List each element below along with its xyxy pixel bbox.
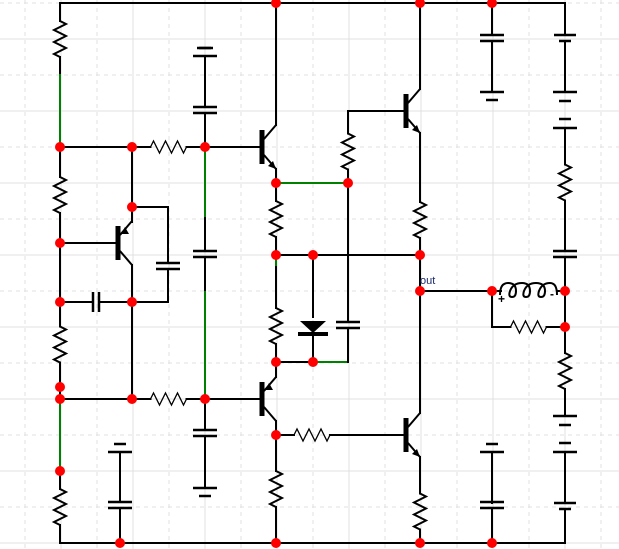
junction-node bbox=[55, 238, 65, 248]
junction-node bbox=[55, 382, 65, 392]
junction-node bbox=[127, 142, 137, 152]
inductor-plus-label: + bbox=[498, 292, 506, 306]
junction-node bbox=[271, 178, 281, 188]
junction-node bbox=[415, 0, 425, 8]
junction-node bbox=[200, 142, 210, 152]
junction-node bbox=[308, 250, 318, 260]
lower-driver-transistor-emitter bbox=[263, 406, 277, 422]
input-pnp-transistor-arrow bbox=[121, 227, 129, 234]
lower-collector-resistor bbox=[267, 307, 285, 345]
junction-node bbox=[200, 394, 210, 404]
output-emitter-resistor bbox=[411, 492, 429, 531]
junction-node bbox=[55, 466, 65, 476]
junction-node bbox=[560, 322, 570, 332]
input-pnp-transistor-emitter bbox=[119, 250, 133, 266]
junction-node bbox=[127, 202, 137, 212]
bias-lower-resistor bbox=[51, 325, 69, 364]
inductor-minus-label: - bbox=[550, 287, 554, 301]
junction-node bbox=[487, 0, 497, 8]
bias-diode bbox=[300, 321, 326, 333]
junction-node bbox=[127, 297, 137, 307]
junction-node bbox=[55, 394, 65, 404]
upper-base-resistor bbox=[149, 139, 188, 155]
junction-node bbox=[415, 286, 425, 296]
junction-node bbox=[308, 357, 318, 367]
upper-driver-transistor-collector bbox=[263, 124, 277, 140]
upper-emitter-resistor bbox=[267, 200, 285, 238]
upper-output-transistor-arrow bbox=[412, 125, 420, 133]
load-resistor bbox=[509, 319, 548, 335]
out-label: out bbox=[420, 275, 436, 287]
junction-node bbox=[560, 286, 570, 296]
junction-node bbox=[415, 538, 425, 548]
junction-node bbox=[55, 297, 65, 307]
driver-base-resistor bbox=[293, 427, 331, 443]
lower-base-resistor bbox=[149, 391, 188, 407]
upper-driver-transistor-arrow bbox=[268, 161, 276, 169]
driver-bottom-resistor bbox=[267, 470, 285, 508]
bias-mid-resistor bbox=[51, 176, 69, 214]
junction-node bbox=[271, 250, 281, 260]
junction-node bbox=[415, 250, 425, 260]
lower-output-transistor-arrow bbox=[412, 449, 420, 457]
right-series-resistor-upper bbox=[556, 163, 574, 202]
junction-node bbox=[343, 178, 353, 188]
junction-node bbox=[55, 142, 65, 152]
junction-node bbox=[271, 357, 281, 367]
junction-node bbox=[115, 538, 125, 548]
junction-node bbox=[487, 286, 497, 296]
output-inductor bbox=[499, 281, 558, 299]
junction-node bbox=[271, 430, 281, 440]
upper-output-transistor-collector bbox=[407, 88, 421, 104]
output-upper-resistor bbox=[411, 201, 429, 239]
bias-bottom-resistor bbox=[51, 488, 69, 526]
junction-node bbox=[127, 394, 137, 404]
output-upper-resistor-bias bbox=[339, 132, 357, 171]
junction-node bbox=[487, 538, 497, 548]
bias-top-resistor bbox=[51, 20, 69, 58]
junction-node bbox=[271, 0, 281, 8]
lower-output-transistor-collector bbox=[407, 412, 421, 428]
right-series-resistor-lower bbox=[556, 352, 574, 390]
junction-node bbox=[271, 538, 281, 548]
lower-driver-transistor-arrow bbox=[265, 383, 273, 390]
